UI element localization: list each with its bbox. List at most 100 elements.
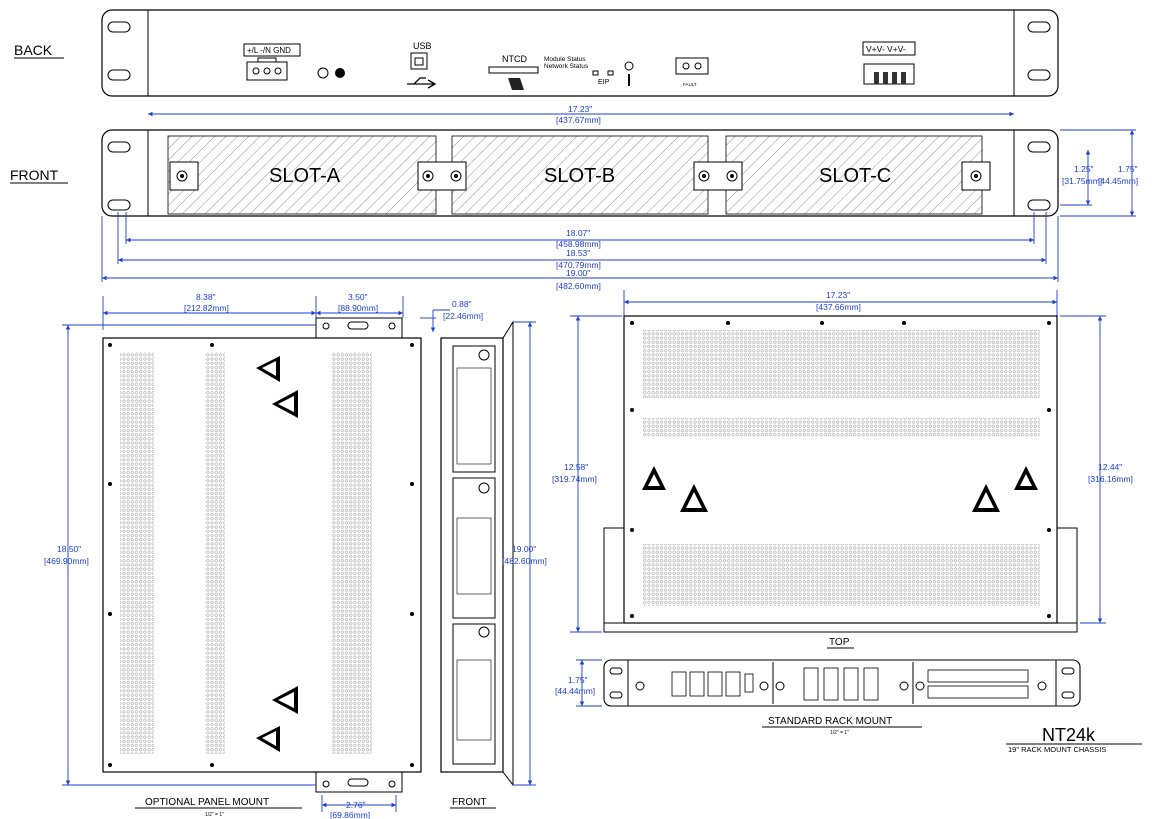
vent-grille [642, 330, 1040, 398]
back-panel [101, 9, 1059, 97]
dim-panel-side-height: 19.00" [482.60mm] [502, 321, 547, 786]
back-view-label: BACK [14, 42, 53, 58]
dim-top-height-2: 12.44" [316.16mm] [1060, 315, 1133, 624]
usb-port-icon: USB [407, 41, 437, 89]
svg-text:[44.44mm]: [44.44mm] [555, 686, 595, 696]
panel-front-title: FRONT [452, 797, 486, 808]
module-status-label: Module Status [544, 56, 586, 63]
ntcd-label: NTCD [502, 54, 527, 64]
slot-b-label: SLOT-B [544, 165, 615, 187]
vent-grille [642, 418, 1040, 437]
panel-mount-title: OPTIONAL PANEL MOUNT [145, 797, 269, 808]
dim-panel-width-1: 8.38" [212.82mm] [102, 292, 317, 330]
mount-slot-icon [1027, 141, 1051, 153]
slot-c-label: SLOT-C [819, 165, 891, 187]
svg-text:1.25": 1.25" [1074, 164, 1094, 174]
dim-front-width-1: 18.07" [458.98mm] [125, 212, 1035, 249]
svg-text:0.88": 0.88" [452, 299, 472, 309]
mount-slot-icon [107, 21, 131, 33]
slot-screws [169, 161, 991, 191]
svg-text:[88.90mm]: [88.90mm] [338, 303, 378, 313]
svg-text:[22.46mm]: [22.46mm] [443, 311, 483, 321]
svg-text:18.50": 18.50" [57, 544, 81, 554]
network-status-label: Network Status [544, 63, 589, 70]
top-view-title: TOP [829, 637, 850, 648]
field-power-connector-icon: V+V- V+V- [862, 41, 916, 85]
warning-triangle-icon [642, 466, 1038, 512]
fault-label: FAULT [683, 82, 697, 87]
svg-text:19.00": 19.00" [566, 268, 590, 278]
ground-screw-icon [317, 67, 345, 79]
svg-text:[469.90mm]: [469.90mm] [44, 556, 89, 566]
slot-a-label: SLOT-A [269, 165, 341, 187]
power-terminal-icon: +/L -/N GND [243, 43, 301, 81]
svg-text:[470.79mm]: [470.79mm] [556, 260, 601, 270]
svg-text:[319.74mm]: [319.74mm] [552, 474, 597, 484]
svg-text:[437.66mm]: [437.66mm] [816, 302, 861, 312]
panel-mount-plate [102, 317, 422, 793]
mount-slot-icon [1027, 69, 1051, 81]
dim-top-height-1: 12.58" [319.74mm] [552, 315, 622, 633]
mount-slot-icon [1027, 21, 1051, 33]
svg-text:19.00": 19.00" [512, 544, 536, 554]
dim-rack-height: 1.75" [44.44mm] [555, 659, 602, 707]
top-chassis [603, 315, 1078, 633]
dim-front-width-3: 19.00" [482.60mm] [101, 216, 1059, 291]
dim-front-height-1: 1.25" [31.75mm] [1060, 150, 1102, 206]
svg-text:18.07": 18.07" [566, 228, 590, 238]
vent-grille [642, 544, 1040, 606]
dim-front-height-2: 1.75" [44.45mm] [1060, 129, 1138, 217]
panel-mount-scale: 1/2" = 1" [205, 812, 224, 818]
svg-text:[44.45mm]: [44.45mm] [1098, 176, 1138, 186]
svg-text:12.44": 12.44" [1098, 462, 1122, 472]
rack-mount-chassis [603, 659, 1081, 707]
ntcd-slot-icon: NTCD [488, 54, 539, 90]
svg-text:17.23": 17.23" [826, 290, 850, 300]
panel-side-view [440, 320, 514, 787]
eip-label: EIP [598, 79, 610, 86]
dim-front-width-2: 18.53" [470.79mm] [117, 212, 1047, 270]
front-view-label: FRONT [10, 167, 59, 183]
vent-grille [205, 352, 225, 754]
power-terminal-label: +/L -/N GND [247, 46, 291, 55]
model-subtitle: 19" RACK MOUNT CHASSIS [1008, 745, 1106, 754]
dim-panel-bottom: 2.76" [69.86mm] [321, 795, 397, 819]
mount-slot-icon [1027, 199, 1051, 211]
dim-back-width: 17.23" [437.67mm] [148, 104, 1014, 125]
svg-text:17.23": 17.23" [568, 104, 592, 114]
warning-triangle-icon [256, 356, 298, 752]
mount-slot-icon [107, 69, 131, 81]
mount-slot-icon [107, 199, 131, 211]
reset-button-icon [624, 61, 634, 71]
dim-panel-height: 18.50" [469.90mm] [44, 324, 316, 786]
field-power-label: V+V- V+V- [866, 44, 906, 54]
rack-mount-title: STANDARD RACK MOUNT [768, 716, 892, 727]
mount-slot-icon [107, 141, 131, 153]
svg-text:[458.98mm]: [458.98mm] [556, 239, 601, 249]
svg-text:[31.75mm]: [31.75mm] [1062, 176, 1102, 186]
svg-text:3.50": 3.50" [348, 292, 368, 302]
usb-label: USB [413, 41, 432, 51]
status-leds: Module Status Network Status EIP [544, 56, 634, 86]
svg-text:[316.16mm]: [316.16mm] [1088, 474, 1133, 484]
vent-grille [120, 352, 154, 754]
slot-a: SLOT-A [167, 135, 437, 215]
svg-text:[212.82mm]: [212.82mm] [184, 303, 229, 313]
svg-text:[69.86mm]: [69.86mm] [330, 810, 370, 819]
model-title: NT24k [1042, 725, 1096, 745]
svg-text:8.38": 8.38" [196, 292, 216, 302]
svg-text:1.75": 1.75" [1118, 164, 1138, 174]
slot-c: SLOT-C [725, 135, 983, 215]
slot-b: SLOT-B [451, 135, 709, 215]
fault-relay-connector-icon: FAULT [675, 57, 709, 87]
svg-text:2.76": 2.76" [346, 800, 366, 810]
svg-text:18.53": 18.53" [566, 248, 590, 258]
vent-grille [332, 352, 372, 754]
dim-top-width: 17.23" [437.66mm] [623, 290, 1058, 316]
svg-text:[482.60mm]: [482.60mm] [502, 556, 547, 566]
rack-mount-scale: 1/2" = 1" [830, 730, 849, 736]
svg-text:[482.60mm]: [482.60mm] [556, 281, 601, 291]
dim-panel-flange: 0.88" [22.46mm] [420, 299, 483, 332]
svg-text:[437.67mm]: [437.67mm] [556, 115, 601, 125]
